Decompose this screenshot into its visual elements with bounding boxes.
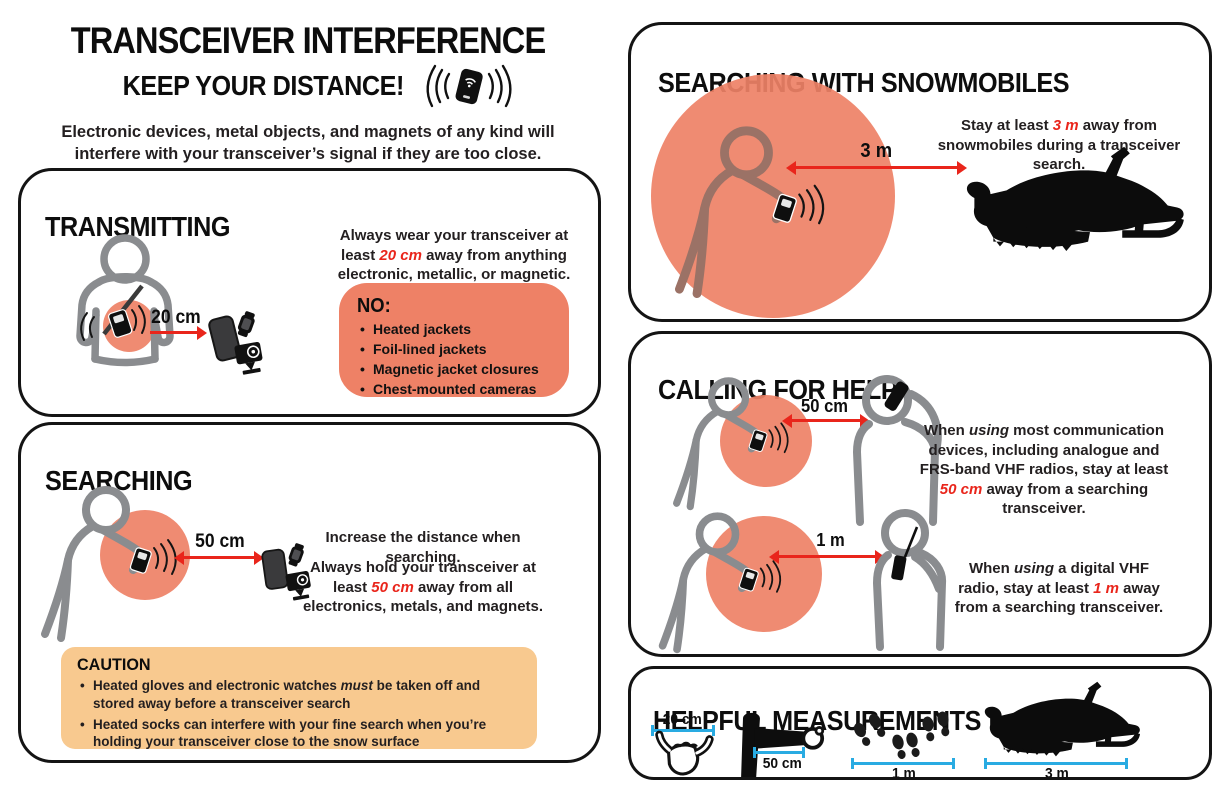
panel-snowmobiles: SEARCHING WITH SNOWMOBILES 3 m — [628, 22, 1212, 322]
caution-title: CAUTION — [77, 655, 151, 674]
calling-note-2: When using a digital VHF radio, stay at … — [954, 560, 1164, 616]
shaka-hand-icon — [655, 730, 714, 776]
caution-box: CAUTION Heated gloves and electronic wat… — [61, 647, 537, 749]
crouching-person-figure — [41, 486, 177, 642]
panel-calling: CALLING FOR HELP 50 cm — [628, 331, 1212, 657]
no-box-list: Heated jackets Foil-lined jackets Magnet… — [357, 320, 555, 400]
panel-measurements: HELPFUL MEASUREMENTS 20 cm 50 cm — [628, 666, 1212, 780]
distance-label: 3 m — [860, 140, 893, 162]
list-item: Heated jackets — [357, 320, 555, 340]
list-item: Heated socks can interfere with your fin… — [77, 716, 521, 752]
searching-note-2: Always hold your transceiver at least 50… — [302, 559, 544, 615]
measurement-label: 20 cm — [662, 711, 702, 728]
panel-transmitting: TRANSMITTING — [18, 168, 601, 417]
snowmobiles-note: Stay at least 3 m away from snowmobiles … — [937, 117, 1181, 173]
distance-arrow — [786, 160, 967, 175]
transceiver-device — [748, 422, 789, 454]
distance-arrow — [174, 550, 264, 565]
list-item: Chest-mounted cameras — [357, 380, 555, 400]
measurement-line — [984, 758, 1128, 769]
transceiver-device — [129, 539, 177, 575]
phone-icon — [208, 315, 242, 362]
camera-icon — [234, 341, 263, 375]
intro-text: Electronic devices, metal objects, and m… — [61, 123, 555, 163]
header: TRANSCEIVER INTERFERENCE KEEP YOUR DISTA… — [0, 14, 616, 166]
measurement-line — [851, 758, 955, 769]
transceiver-device — [772, 184, 825, 225]
transceiver-device — [738, 560, 782, 593]
snowmobile-icon — [966, 146, 1184, 252]
crouching-person-figure — [658, 512, 782, 654]
person-with-radio-figure — [872, 509, 947, 651]
crouching-person-figure — [675, 126, 825, 298]
transceiver-icon — [426, 64, 512, 108]
distance-label: 50 cm — [801, 396, 849, 416]
measurement-line — [753, 747, 805, 758]
distance-label: 50 cm — [195, 531, 245, 552]
list-item: Magnetic jacket closures — [357, 360, 555, 380]
searching-note-1: Increase the distance when searching. — [325, 529, 521, 566]
standing-person-figure — [76, 234, 174, 367]
footprints-icon — [854, 711, 950, 759]
distance-label: 20 cm — [151, 307, 201, 328]
phone-icon — [884, 381, 909, 411]
distance-arrow — [769, 549, 885, 564]
list-item: Foil-lined jackets — [357, 340, 555, 360]
crouching-person-figure — [673, 377, 789, 511]
panel-searching: SEARCHING 50 cm — [18, 422, 601, 763]
measurement-line — [651, 725, 715, 736]
caution-list: Heated gloves and electronic watches mus… — [77, 677, 521, 751]
snowmobile-icon — [984, 681, 1141, 757]
no-box-title: NO: — [357, 295, 391, 317]
transmitting-note: Always wear your transceiver at least 20… — [337, 227, 571, 283]
distance-arrow — [782, 413, 870, 428]
measurement-label: 1 m — [892, 765, 916, 780]
distance-label: 1 m — [816, 530, 845, 550]
transceiver-device — [80, 305, 146, 341]
person-on-phone-figure — [852, 375, 942, 526]
no-box: NO: Heated jackets Foil-lined jackets Ma… — [339, 283, 569, 400]
measurement-label: 3 m — [1045, 765, 1069, 780]
calling-note-1: When using most communication devices, i… — [919, 422, 1169, 517]
watch-icon — [237, 311, 255, 338]
distance-arrow — [150, 325, 207, 340]
measurement-label: 50 cm — [762, 755, 802, 772]
list-item: Heated gloves and electronic watches mus… — [77, 677, 521, 713]
page-subtitle: KEEP YOUR DISTANCE! — [122, 70, 404, 101]
transmitting-title: TRANSMITTING — [45, 211, 230, 242]
vhf-radio-icon — [891, 526, 919, 581]
electronics-icons — [261, 543, 311, 601]
forearm-icon — [741, 712, 825, 777]
electronics-icons — [208, 311, 263, 375]
page-title: TRANSCEIVER INTERFERENCE — [70, 20, 546, 61]
